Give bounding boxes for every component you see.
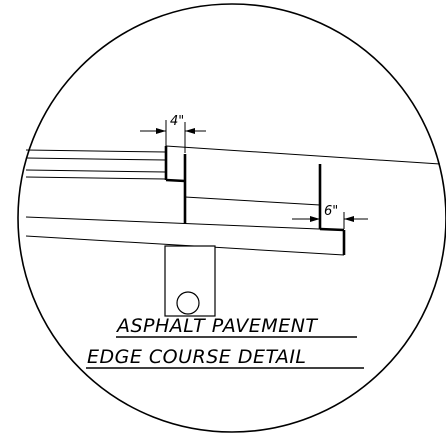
title-line-1: ASPHALT PAVEMENT bbox=[115, 315, 318, 337]
existing-layer-line-4 bbox=[25, 176, 167, 180]
detail-title: ASPHALT PAVEMENT EDGE COURSE DETAIL bbox=[86, 315, 364, 369]
dimension-left-step: 4" bbox=[140, 114, 206, 153]
existing-layer-line-2 bbox=[25, 157, 167, 161]
left-step-horizontal bbox=[165, 178, 186, 183]
middle-course-bottom bbox=[184, 196, 321, 206]
left-step-dimension-label: 4" bbox=[170, 114, 184, 129]
left-dim-arrow-left bbox=[156, 128, 166, 134]
left-dim-arrow-right bbox=[185, 128, 195, 134]
right-step-dimension-label: 6" bbox=[324, 204, 338, 219]
detail-circle-boundary bbox=[17, 3, 446, 433]
title-line-2: EDGE COURSE DETAIL bbox=[87, 346, 307, 368]
base-course-top bbox=[25, 216, 345, 231]
pavement-surface-line bbox=[165, 145, 441, 165]
existing-layer-line-3 bbox=[25, 169, 167, 173]
right-dim-arrow-left bbox=[310, 216, 320, 222]
existing-layer-line-1 bbox=[25, 149, 167, 153]
dimension-right-step: 6" bbox=[292, 204, 368, 229]
drain-pipe bbox=[176, 291, 200, 315]
drain-trench bbox=[164, 245, 216, 317]
right-dim-arrow-right bbox=[344, 216, 354, 222]
pavement-section bbox=[25, 145, 441, 256]
edge-drain bbox=[164, 245, 216, 317]
